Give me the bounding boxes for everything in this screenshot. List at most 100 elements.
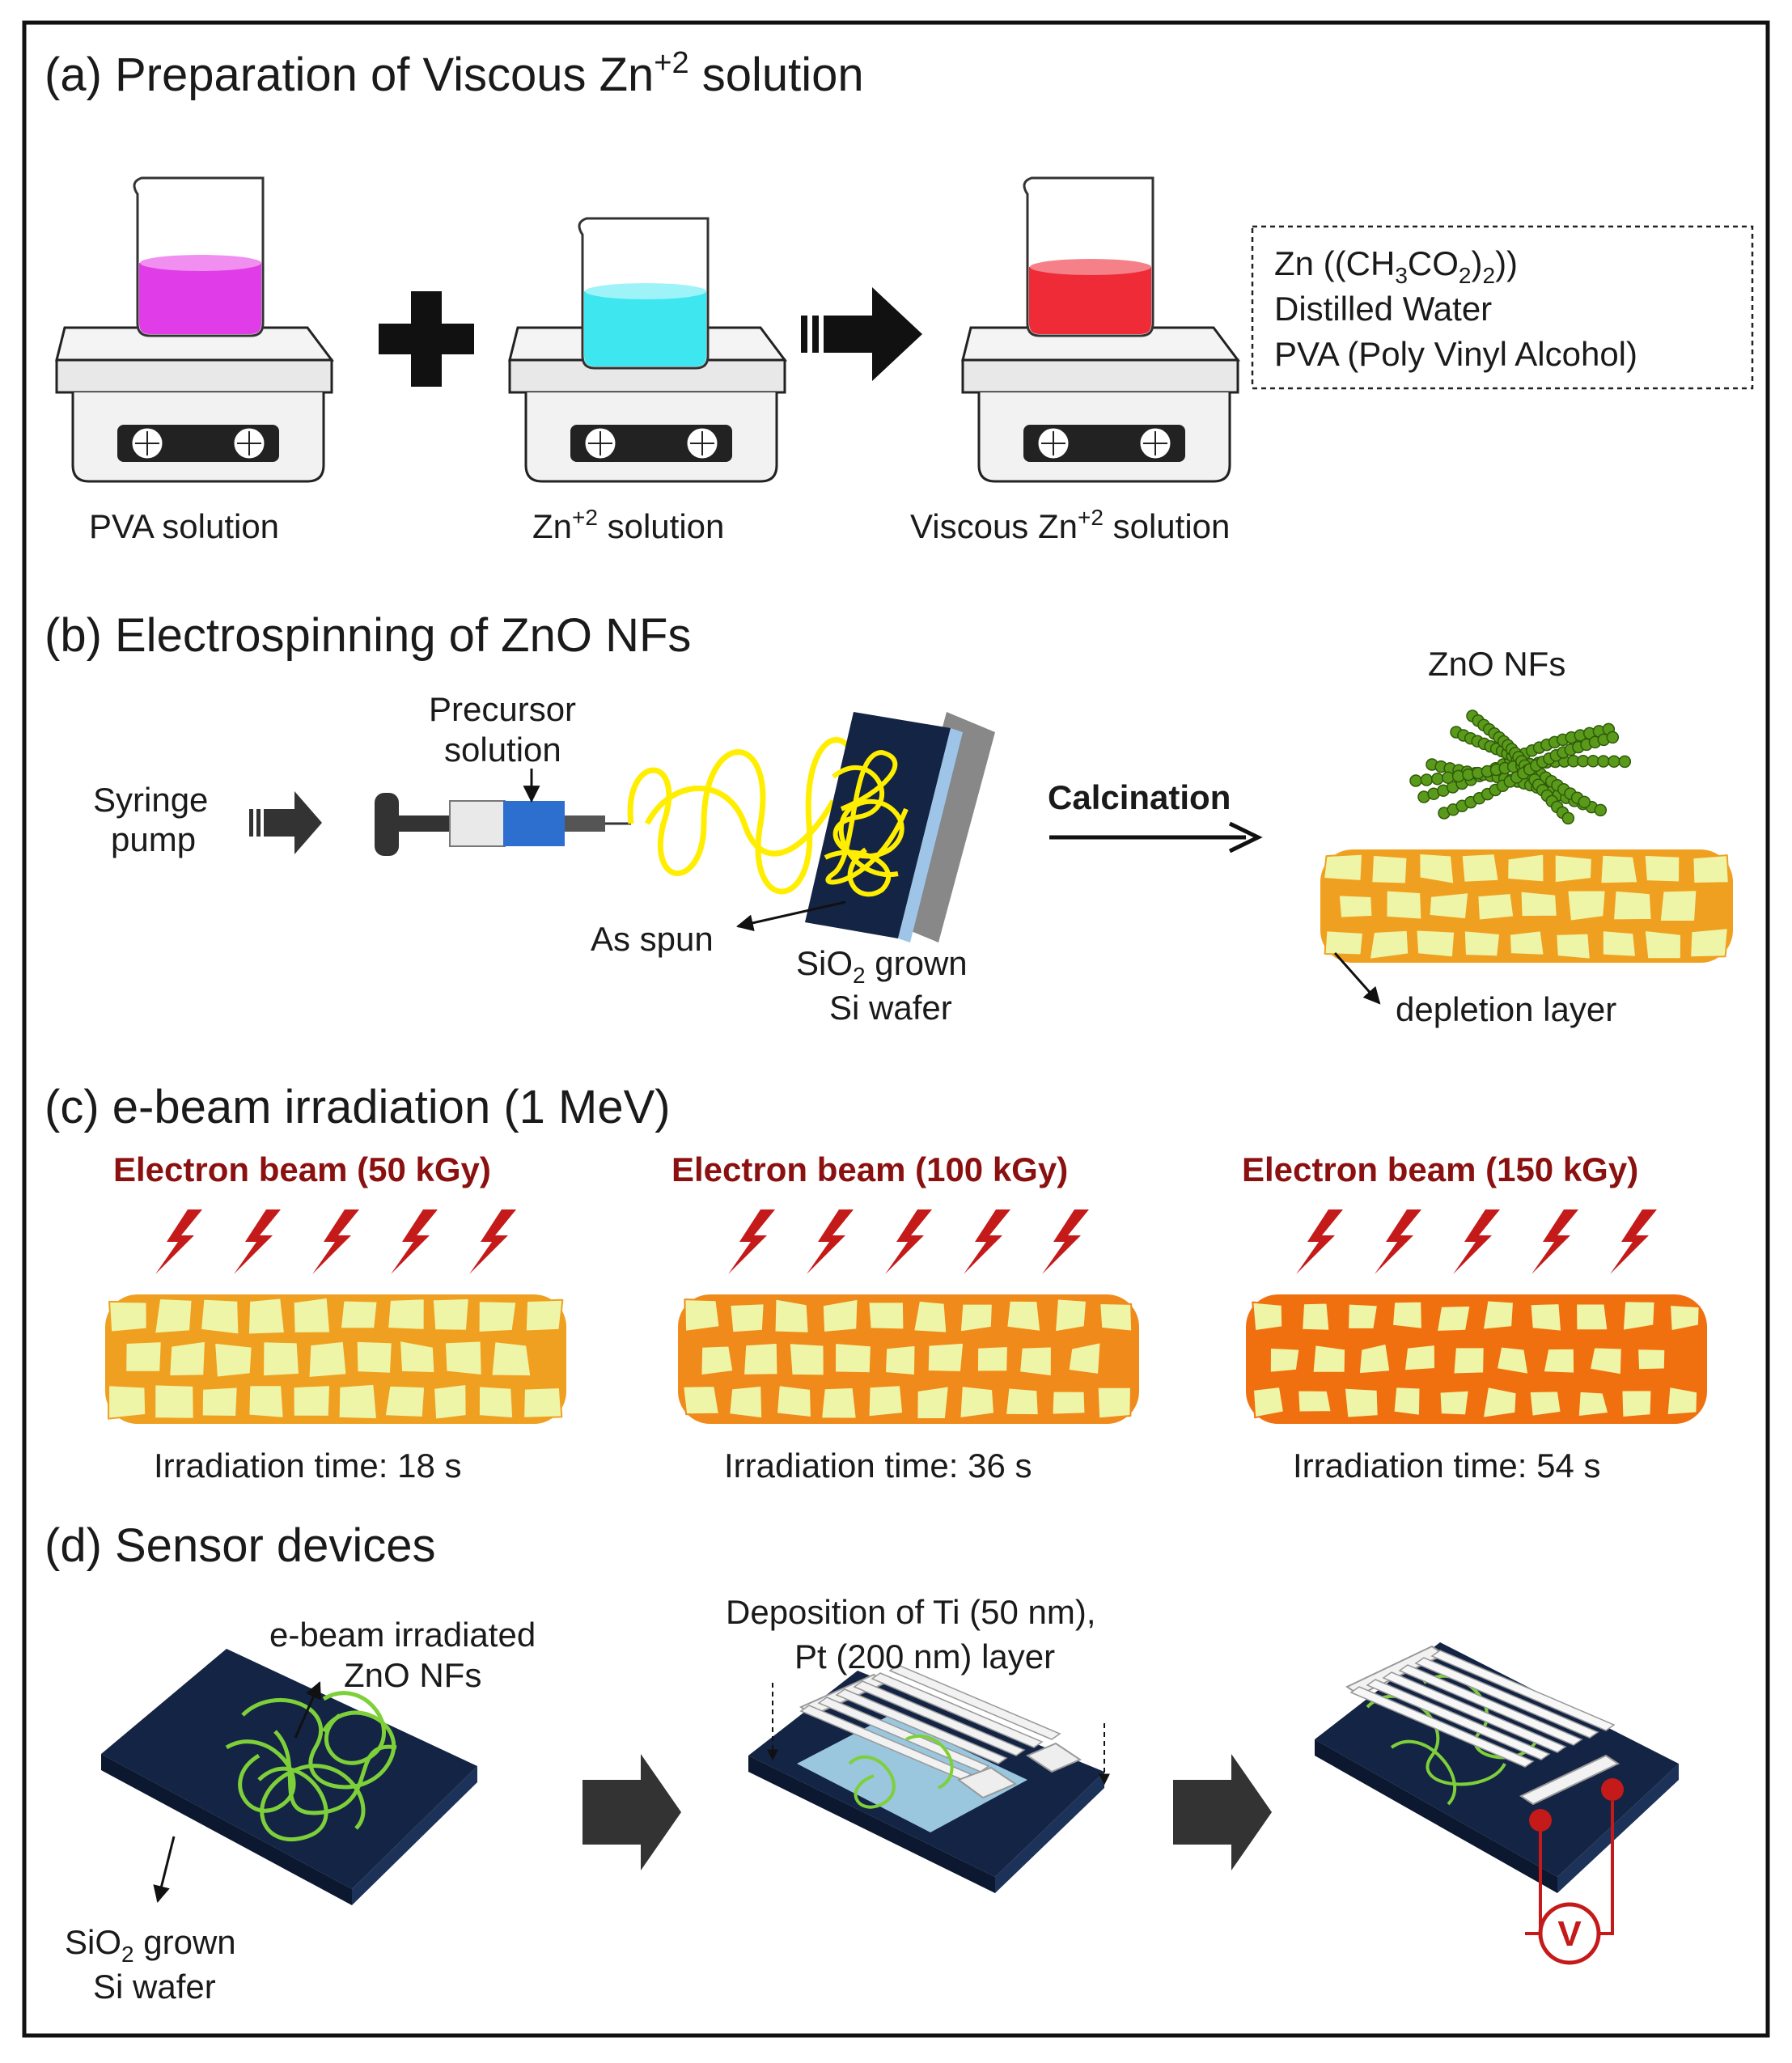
zno-nanofiber-bundle xyxy=(1409,710,1632,825)
grain xyxy=(1620,1389,1653,1419)
electron-beam-bolt-icon xyxy=(807,1209,854,1274)
hotplate-3 xyxy=(961,326,1239,483)
nanofiber-bead xyxy=(1430,772,1444,786)
grain xyxy=(1666,1386,1699,1417)
label-syringe: Syringe xyxy=(93,781,208,819)
grain xyxy=(1577,1390,1610,1418)
panel-d: (d) Sensor devices e-beam irradiated ZnO… xyxy=(44,1519,1679,2006)
grain xyxy=(976,1345,1009,1373)
figure-frame xyxy=(22,20,1770,2038)
grain-layer-b xyxy=(1320,849,1733,963)
grain xyxy=(867,1384,904,1418)
grain xyxy=(788,1342,825,1377)
label-deposition-1: Deposition of Ti (50 nm), xyxy=(726,1593,1096,1631)
grain xyxy=(1463,930,1502,958)
panel-b-title: (b) Electrospinning of ZnO NFs xyxy=(44,609,691,662)
grain xyxy=(1005,1387,1040,1417)
label-calcination: Calcination xyxy=(1048,778,1231,816)
grain xyxy=(867,1301,905,1331)
grain xyxy=(1324,930,1364,956)
grain xyxy=(1252,1386,1285,1419)
grain xyxy=(1323,853,1364,882)
nanofiber xyxy=(241,1697,396,1790)
grain xyxy=(959,1303,993,1333)
hotplate-1 xyxy=(55,326,333,483)
label-wafer-d-2: Si wafer xyxy=(93,1968,216,2006)
grain xyxy=(773,1298,810,1334)
grain xyxy=(729,1303,765,1334)
grain xyxy=(1438,1389,1470,1417)
grain xyxy=(1301,1302,1331,1332)
grain xyxy=(1392,1300,1423,1330)
electron-beam-bolt-icon xyxy=(155,1209,202,1274)
panel-a: (a) Preparation of Viscous Zn+2 solution… xyxy=(44,46,1754,545)
grain-layer-c0 xyxy=(105,1294,566,1424)
grain xyxy=(1669,1304,1701,1332)
grain xyxy=(1553,854,1593,884)
beaker-pva xyxy=(133,176,265,337)
electrode-finger xyxy=(888,1664,1061,1740)
irradiated-grain-layers xyxy=(105,1294,1707,1424)
grain xyxy=(1067,1341,1102,1375)
electrode-finger xyxy=(853,1680,1026,1756)
grain xyxy=(1566,889,1607,922)
calcination-arrow-icon xyxy=(1049,821,1263,854)
grain xyxy=(477,1385,515,1420)
label-wafer-d-1: SiO2 grown xyxy=(65,1923,236,1967)
label-zn-solution: Zn+2 solution xyxy=(532,505,724,545)
grain xyxy=(337,1383,378,1421)
grain xyxy=(1051,1390,1087,1416)
grain xyxy=(1252,1301,1284,1332)
grain xyxy=(307,1340,348,1379)
grain xyxy=(913,1299,948,1334)
grain xyxy=(1555,932,1591,960)
grain xyxy=(776,1384,812,1419)
grain xyxy=(1452,1346,1485,1375)
nanofiber xyxy=(225,1739,296,1813)
electrode-finger xyxy=(871,1672,1044,1748)
electron-beam-bolt-icon xyxy=(1042,1209,1089,1274)
time-label-36: Irradiation time: 36 s xyxy=(724,1447,1032,1485)
electrode-finger xyxy=(835,1688,1008,1764)
electrode-finger xyxy=(799,1705,972,1781)
beaker-zn xyxy=(578,217,710,370)
grain xyxy=(820,1386,858,1420)
label-solution: solution xyxy=(444,731,561,769)
grain xyxy=(1542,1347,1576,1375)
grain xyxy=(154,1383,195,1420)
electrode-finger xyxy=(1430,1650,1616,1731)
label-wafer-b-1: SiO2 grown xyxy=(796,944,968,988)
grain xyxy=(383,1384,426,1418)
voltmeter-icon: V xyxy=(1525,1902,1601,1965)
device-1-nanofibers xyxy=(225,1691,397,1842)
voltmeter-label: V xyxy=(1557,1914,1582,1954)
label-precursor: Precursor xyxy=(429,690,576,728)
grain xyxy=(1575,1303,1609,1332)
grain xyxy=(1428,892,1470,921)
electron-beam-bolt-icon xyxy=(728,1209,775,1274)
grain xyxy=(247,1297,286,1336)
nanofiber xyxy=(273,1730,397,1815)
nanofiber-bead xyxy=(1597,755,1610,768)
grain xyxy=(1481,1386,1518,1419)
grain xyxy=(1519,890,1558,918)
ti-layer xyxy=(797,1715,1027,1832)
electron-beam-bolt-icon xyxy=(1610,1209,1657,1274)
beam-label-100: Electron beam (100 kGy) xyxy=(671,1150,1068,1188)
syringe-icon xyxy=(375,793,631,856)
grain-layer-c1 xyxy=(678,1294,1139,1424)
grain xyxy=(201,1386,239,1417)
grain xyxy=(1588,1346,1623,1376)
electrode-finger xyxy=(1366,1679,1551,1760)
grain xyxy=(214,1341,253,1379)
beaker-viscous xyxy=(1023,176,1154,337)
label-pva-solution: PVA solution xyxy=(89,507,279,545)
voltmeter-circuit xyxy=(1525,1778,1624,1935)
electrode-finger xyxy=(1414,1657,1599,1739)
grain xyxy=(684,1298,721,1332)
time-label-54: Irradiation time: 54 s xyxy=(1293,1447,1601,1485)
grain xyxy=(1435,1304,1472,1332)
label-depletion: depletion layer xyxy=(1396,990,1616,1028)
grain xyxy=(524,1298,564,1332)
